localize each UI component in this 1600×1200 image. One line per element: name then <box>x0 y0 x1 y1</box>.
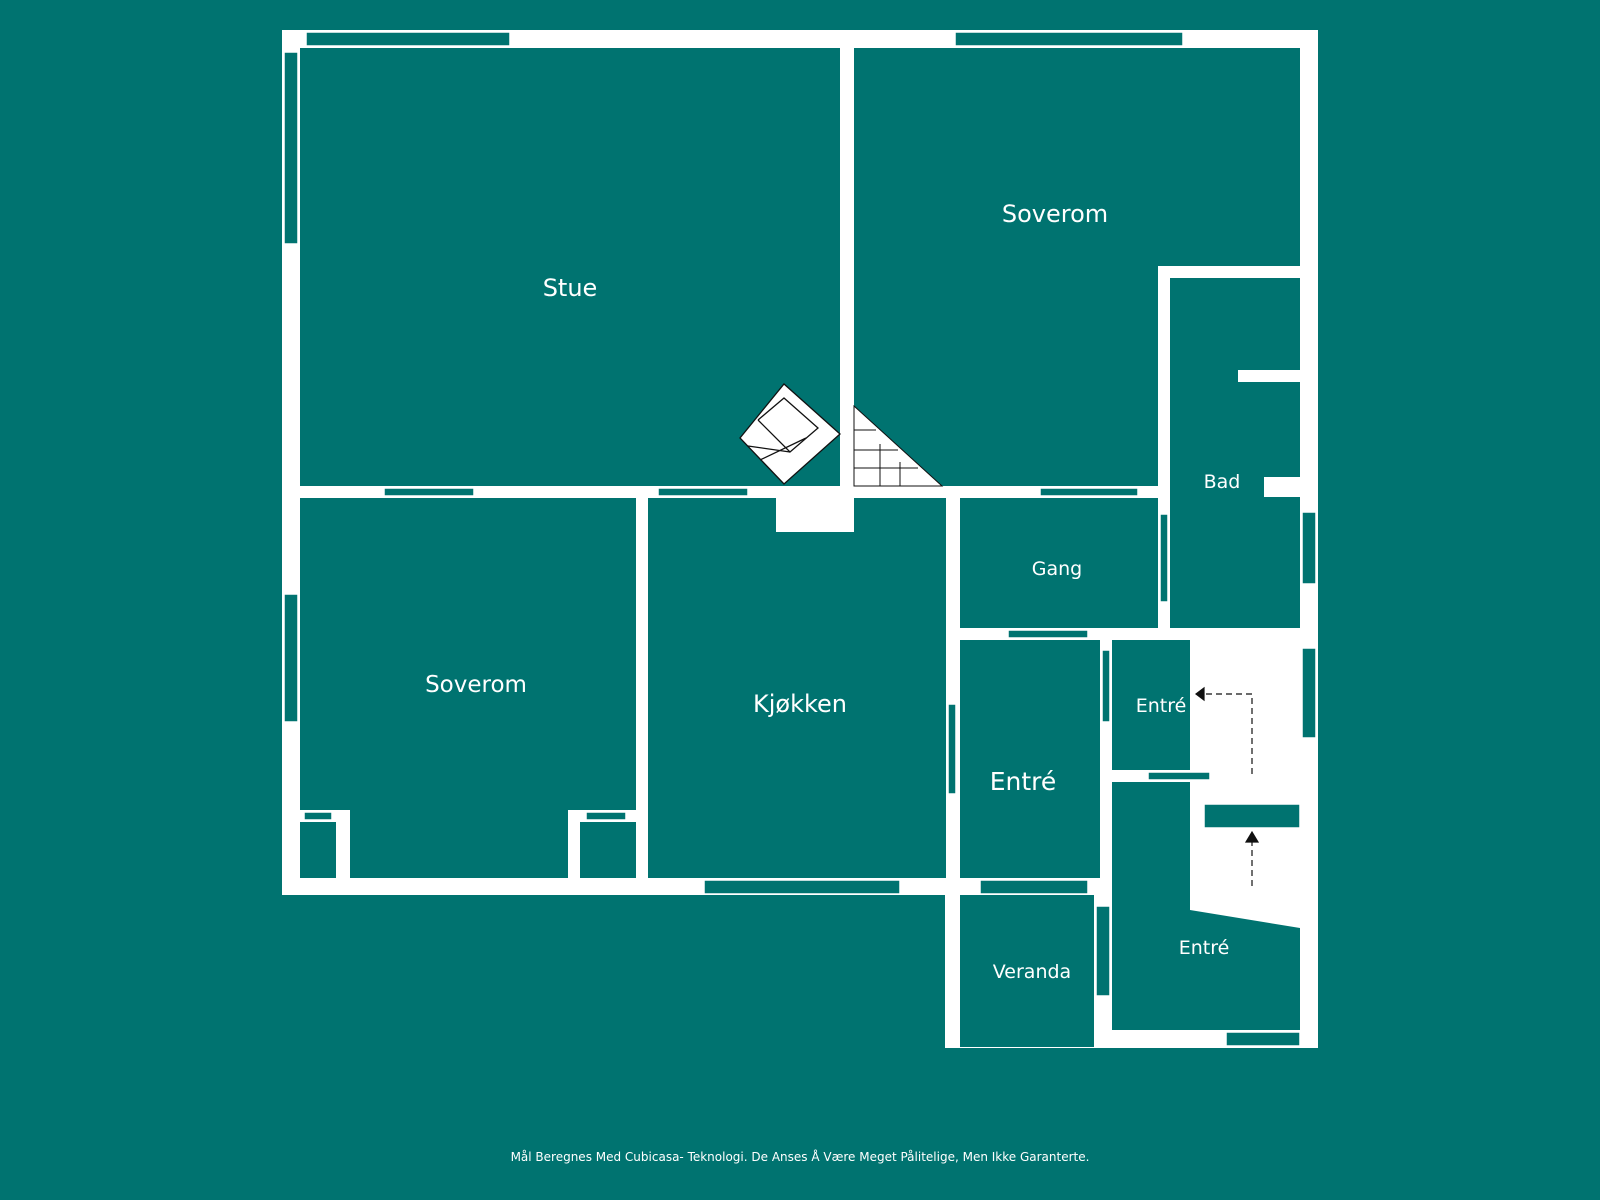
window <box>703 879 901 895</box>
windows <box>283 31 1317 1047</box>
entrance-step <box>1190 640 1204 770</box>
room-soverom-top <box>854 48 1300 486</box>
door-opening <box>1095 905 1111 997</box>
room-label-entre-small: Entré <box>1136 695 1187 717</box>
fireplace-line <box>747 445 791 453</box>
closet-wall-left-side <box>336 810 350 880</box>
fireplace-icon <box>739 383 841 485</box>
window <box>283 593 299 723</box>
fireplace-inner <box>757 397 819 453</box>
window <box>1301 647 1317 739</box>
door-opening <box>1159 513 1169 603</box>
stairs-outline <box>853 404 944 487</box>
room-label-kjokken: Kjøkken <box>753 690 847 718</box>
room-bad <box>1170 278 1300 628</box>
room-entre-lower <box>1112 782 1300 1030</box>
room-gang <box>960 498 1158 628</box>
entrance-arrows <box>1195 686 1260 886</box>
window <box>305 31 511 47</box>
disclaimer-text: Mål Beregnes Med Cubicasa- Teknologi. De… <box>510 1150 1090 1164</box>
room-labels: Stue Soverom Bad Gang Soverom Kjøkken En… <box>425 200 1240 983</box>
door-opening <box>585 811 627 821</box>
window <box>954 31 1184 47</box>
door-opening <box>947 703 957 795</box>
arrow-head-left <box>1195 686 1205 702</box>
stair-landing <box>1203 803 1301 829</box>
stairs-icon <box>853 404 944 487</box>
room-kjokken <box>648 498 946 878</box>
window <box>1301 511 1317 585</box>
room-stue <box>300 48 840 486</box>
door-opening <box>303 811 333 821</box>
room-label-soverom-left: Soverom <box>425 672 527 698</box>
window <box>1225 1031 1301 1047</box>
fireplace-outline <box>739 383 841 485</box>
room-label-veranda: Veranda <box>993 961 1071 983</box>
room-label-gang: Gang <box>1032 558 1082 580</box>
room-label-stue: Stue <box>543 274 598 302</box>
room-label-bad: Bad <box>1204 471 1241 493</box>
door-opening <box>1007 629 1089 639</box>
rooms <box>300 48 1300 1047</box>
closet-wall-right-side <box>568 810 580 880</box>
door-opening <box>1101 649 1111 723</box>
room-entre-main <box>960 640 1100 878</box>
arrow-head-up <box>1244 830 1260 843</box>
door-opening <box>1039 487 1139 497</box>
room-veranda <box>960 895 1094 1047</box>
fireplace-line <box>759 437 807 461</box>
room-label-soverom-top: Soverom <box>1002 200 1108 228</box>
window <box>283 51 299 245</box>
door-opening <box>979 879 1089 895</box>
door-opening <box>657 487 749 497</box>
chimney <box>776 486 854 532</box>
door-opening <box>383 487 475 497</box>
door-opening <box>1147 771 1211 781</box>
room-entre-small <box>1112 640 1204 770</box>
arrow-path <box>1204 693 1253 774</box>
stair-area <box>1204 640 1300 910</box>
room-label-entre-main: Entré <box>990 767 1057 796</box>
room-label-entre-lower: Entré <box>1179 937 1230 959</box>
